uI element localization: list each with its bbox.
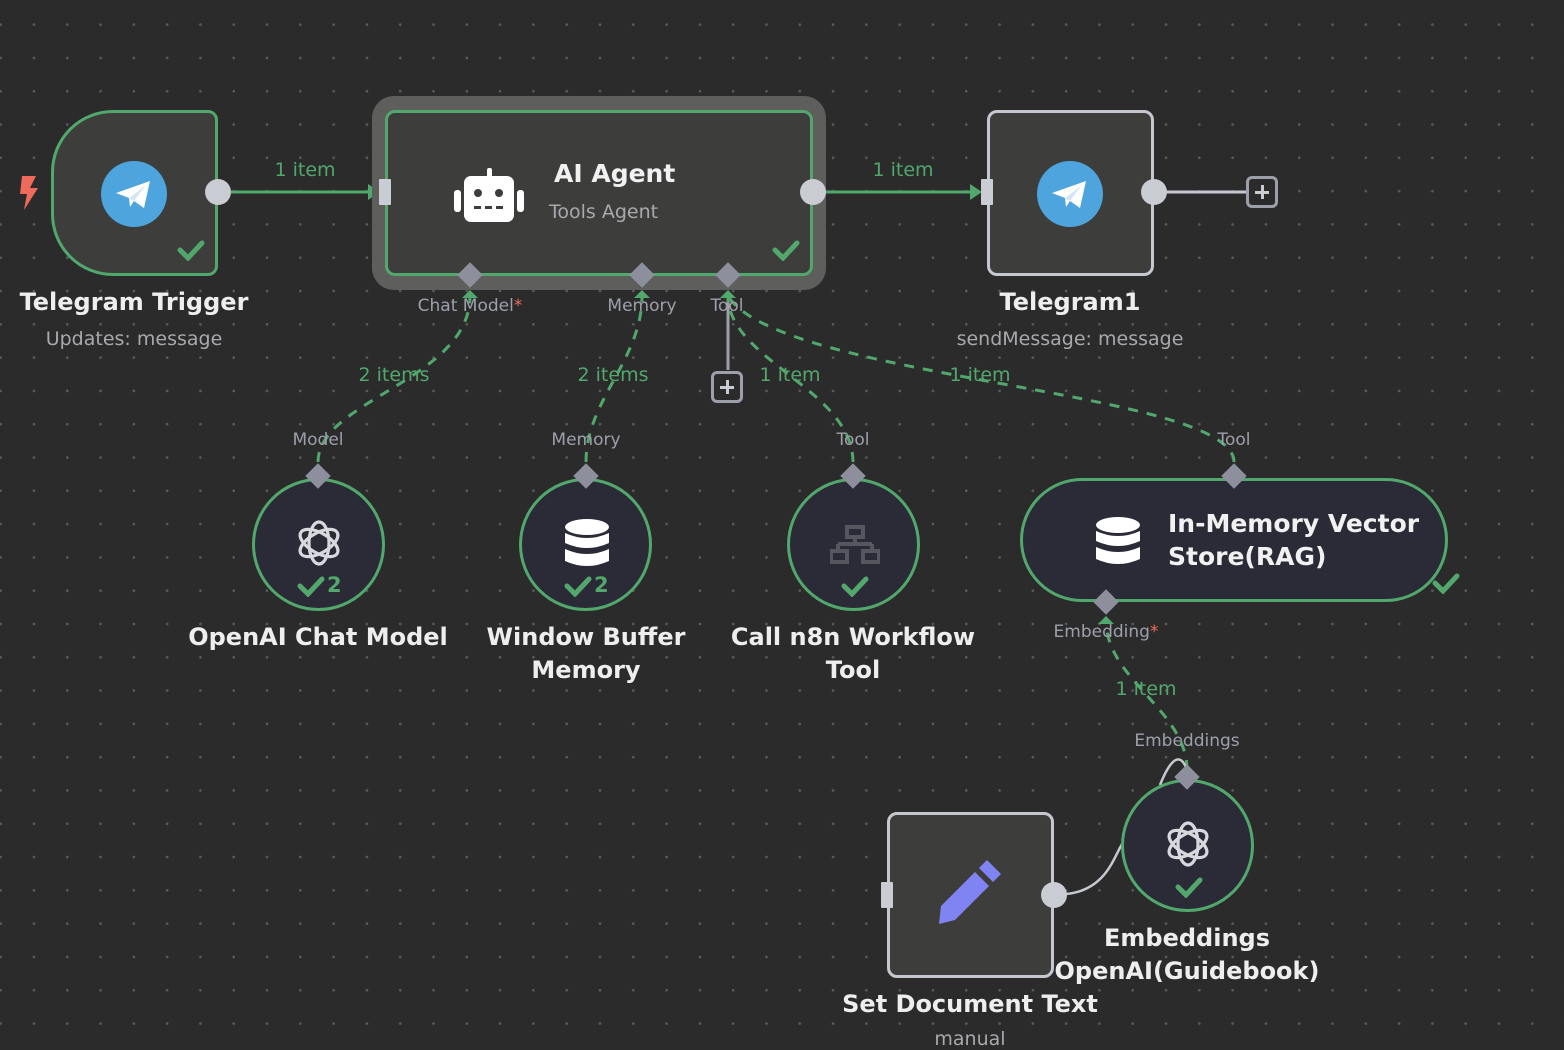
- openai-icon: [1167, 821, 1209, 867]
- run-count-badge: 2: [594, 573, 609, 597]
- success-check-icon: [1432, 573, 1460, 594]
- add-node-button[interactable]: [1246, 176, 1278, 208]
- node-vector-store[interactable]: In-Memory Vector Store(RAG): [1020, 478, 1448, 602]
- node-title-call-workflow-tool: Call n8n Workflow Tool: [703, 621, 1003, 687]
- trigger-bolt-icon: [20, 176, 38, 210]
- port-arrow-embedding: [1098, 616, 1114, 624]
- input-port-set-document-text[interactable]: [881, 882, 893, 908]
- title-line: Embeddings: [1104, 924, 1270, 952]
- title-line: Call n8n Workflow: [730, 623, 976, 651]
- node-telegram-trigger[interactable]: [51, 110, 218, 276]
- telegram-icon: [101, 161, 167, 227]
- edge-vector-store-to-agent[interactable]: [726, 295, 1236, 463]
- title-line: Window Buffer: [486, 623, 686, 651]
- node-call-workflow-tool[interactable]: [787, 478, 920, 611]
- edge-workflow-tool-to-agent[interactable]: [726, 295, 855, 463]
- node-subtitle-telegram1: sendMessage: message: [956, 328, 1184, 350]
- port-label-tool: Tool: [710, 296, 744, 316]
- required-asterisk: *: [513, 296, 523, 316]
- edge-label-agent-to-telegram1: 1 item: [872, 159, 934, 181]
- node-title-window-buffer-memory: Window Buffer Memory: [436, 621, 736, 687]
- node-title-openai-chat-model: OpenAI Chat Model: [188, 623, 448, 651]
- required-asterisk: *: [1149, 622, 1159, 642]
- node-embeddings-openai[interactable]: [1121, 779, 1254, 912]
- success-check-icon: [772, 240, 800, 261]
- port-label-embedding: Embedding*: [1054, 622, 1159, 642]
- edge-label-workflow-tool-to-agent: 1 item: [759, 364, 821, 386]
- port-label-chat-model: Chat Model*: [418, 296, 523, 316]
- port-label-memory-input: Memory: [551, 430, 621, 450]
- node-subtitle-set-document-text: manual: [934, 1028, 1006, 1050]
- port-label-embeddings: Embeddings: [1134, 731, 1240, 751]
- port-label-vector-tool: Tool: [1217, 430, 1251, 450]
- edge-model-to-agent[interactable]: [316, 295, 472, 463]
- run-count-badge: 2: [327, 573, 342, 597]
- title-line: Memory: [531, 656, 641, 684]
- success-check-icon: [564, 576, 592, 597]
- input-port-ai-agent[interactable]: [379, 179, 391, 205]
- pencil-icon: [939, 860, 1001, 924]
- node-ai-agent[interactable]: AI Agent Tools Agent: [385, 110, 813, 276]
- database-icon: [1096, 517, 1140, 564]
- edge-label-model-to-agent: 2 items: [358, 364, 430, 386]
- node-title-ai-agent: AI Agent: [554, 159, 676, 188]
- title-line: Store(RAG): [1168, 542, 1327, 571]
- port-arrow-memory: [634, 290, 650, 298]
- telegram-icon: [1037, 161, 1103, 227]
- edge-label-memory-to-agent: 2 items: [577, 364, 649, 386]
- output-port-set-document-text[interactable]: [1041, 882, 1067, 908]
- success-check-icon: [177, 240, 205, 261]
- port-label-model: Model: [292, 430, 344, 450]
- success-check-icon: [1175, 877, 1203, 898]
- edge-arrow-agent-to-telegram1: [970, 184, 982, 200]
- node-set-document-text[interactable]: [887, 812, 1054, 978]
- database-icon: [565, 519, 609, 566]
- node-title-vector-store: In-Memory Vector Store(RAG): [1168, 507, 1419, 573]
- success-check-icon: [297, 576, 325, 597]
- title-line: OpenAI(Guidebook): [1054, 957, 1320, 985]
- port-label-memory: Memory: [607, 296, 677, 316]
- port-arrow-chat-model: [462, 290, 478, 298]
- node-telegram1[interactable]: [987, 110, 1154, 276]
- node-title-embeddings-openai: Embeddings OpenAI(Guidebook): [1037, 922, 1337, 988]
- edge-label-embeddings-to-vector-store: 1 item: [1115, 678, 1177, 700]
- edge-embeddings-to-vector-store[interactable]: [1104, 619, 1189, 771]
- openai-icon: [298, 520, 340, 566]
- port-label-tool-input: Tool: [836, 430, 870, 450]
- output-port-telegram1[interactable]: [1141, 179, 1167, 205]
- output-port-telegram-trigger[interactable]: [205, 179, 231, 205]
- edge-label-vector-store-to-agent: 1 item: [949, 364, 1011, 386]
- title-line: Tool: [825, 656, 881, 684]
- port-label-embedding-text: Embedding: [1053, 622, 1150, 642]
- add-tool-button[interactable]: [711, 371, 743, 403]
- node-title-telegram-trigger: Telegram Trigger: [19, 288, 249, 316]
- title-line: In-Memory Vector: [1168, 509, 1420, 538]
- node-title-telegram1: Telegram1: [999, 288, 1141, 316]
- success-check-icon: [841, 576, 869, 597]
- edge-memory-to-agent[interactable]: [584, 295, 644, 463]
- output-port-ai-agent[interactable]: [800, 179, 826, 205]
- robot-icon: [454, 168, 524, 222]
- node-subtitle-telegram-trigger: Updates: message: [45, 328, 223, 350]
- node-subtitle-ai-agent: Tools Agent: [549, 201, 659, 223]
- sitemap-icon: [830, 525, 880, 564]
- port-label-chat-model-text: Chat Model: [417, 296, 514, 316]
- node-title-set-document-text: Set Document Text: [842, 990, 1098, 1018]
- edge-label-trigger-to-agent: 1 item: [274, 159, 336, 181]
- input-port-telegram1[interactable]: [981, 179, 993, 205]
- node-window-buffer-memory[interactable]: 2: [519, 478, 652, 611]
- port-arrow-tool: [720, 290, 736, 298]
- node-openai-chat-model[interactable]: 2: [252, 478, 385, 611]
